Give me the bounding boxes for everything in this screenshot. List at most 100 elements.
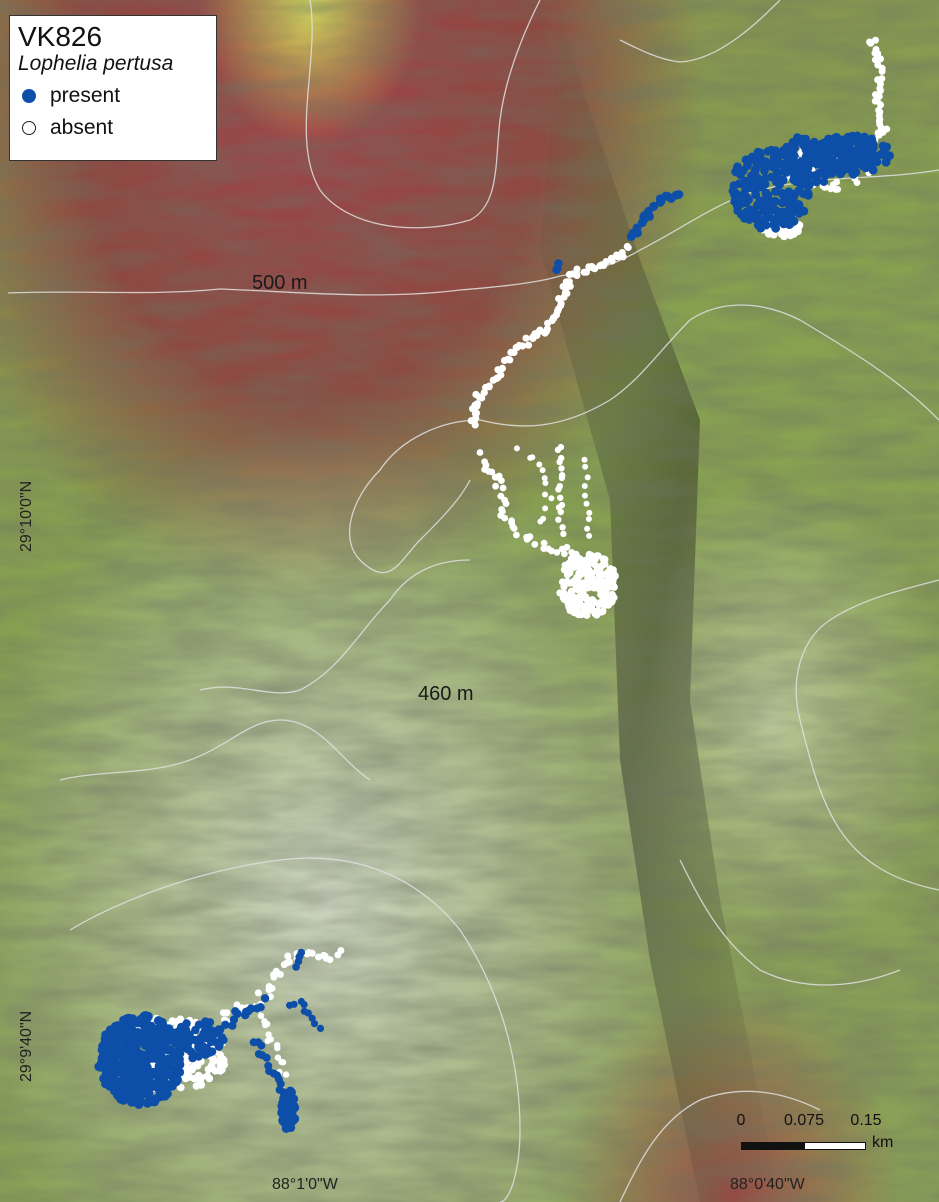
contour-se [679,859,901,986]
present-point [113,1044,123,1054]
present-point [760,161,769,170]
absent-point [321,952,329,960]
absent-point [581,492,588,499]
absent-point [542,491,548,498]
absent-point [585,263,593,271]
contour-east [795,579,939,891]
present-point [172,1053,182,1063]
present-point [99,1073,109,1084]
present-point [110,1082,120,1092]
absent-point [573,586,581,594]
absent-point [526,533,534,541]
absent-point [598,578,606,586]
present-point [276,1079,285,1088]
absent-point [606,565,614,573]
absent-point [500,356,509,365]
present-point [121,1089,132,1100]
present-point [142,1089,152,1099]
absent-point [471,421,479,429]
present-point [127,1014,138,1024]
legend-present-label: present [50,84,121,107]
present-point [760,173,770,183]
contour-460m-c [59,719,371,781]
absent-point [589,597,597,605]
absent-point [577,601,586,610]
absent-point [537,518,544,525]
absent-point [557,508,564,516]
absent-point [556,589,564,597]
legend-title: VK826 [18,21,103,52]
present-point [257,1041,266,1050]
absent-point [584,474,591,481]
present-point [316,1024,325,1032]
absent-point [573,265,581,273]
absent-point [529,454,536,461]
absent-point [598,261,606,269]
present-point [749,153,759,162]
absent-point [268,984,276,992]
absent-point [560,530,567,538]
absent-swatch-icon [22,121,36,135]
absent-point [264,1037,271,1045]
absent-point [548,547,555,555]
present-point [819,177,829,186]
absent-point [508,517,515,525]
absent-point [233,1001,241,1009]
present-point [221,1020,230,1029]
absent-point [570,577,578,585]
present-point [731,167,740,177]
absent-point [832,186,840,193]
absent-point [272,967,280,975]
absent-point [550,314,558,322]
absent-point [502,500,510,507]
present-point [554,259,563,268]
present-point [278,1116,287,1125]
present-point [787,217,797,227]
present-point [770,163,780,173]
absent-point [584,562,592,571]
absent-point [566,606,574,615]
absent-point [274,1044,281,1052]
present-point [794,200,804,209]
legend-species: Lophelia pertusa [18,52,174,75]
present-point [147,1096,158,1107]
absent-point [599,598,607,606]
present-point [211,1038,221,1047]
scale-bar-white [804,1142,866,1150]
present-point [785,166,794,175]
absent-point [599,561,607,569]
present-point [827,169,837,178]
absent-point [326,956,334,964]
absent-point [494,366,502,374]
absent-point [608,257,616,265]
absent-point [498,506,505,513]
present-point [194,1052,203,1061]
absent-point [529,334,537,342]
absent-point [548,495,555,502]
present-point [818,161,828,170]
present-point [198,1042,207,1051]
absent-point [581,456,588,463]
present-point [868,165,878,175]
present-point [202,1018,212,1027]
absent-point [827,185,835,193]
absent-point [544,319,552,327]
absent-point [197,1074,205,1082]
absent-point [536,461,543,468]
absent-point [498,477,505,484]
contour-460m-b [199,559,471,694]
absent-point [554,446,562,454]
present-point [184,1037,194,1046]
absent-point [478,394,486,402]
absent-point [605,582,613,590]
present-point [771,219,780,229]
scale-unit: km [872,1134,894,1151]
absent-point [557,494,564,501]
absent-point [542,505,549,512]
present-point [820,143,830,152]
present-point [674,190,684,199]
present-point [799,141,809,151]
absent-point [507,348,515,356]
